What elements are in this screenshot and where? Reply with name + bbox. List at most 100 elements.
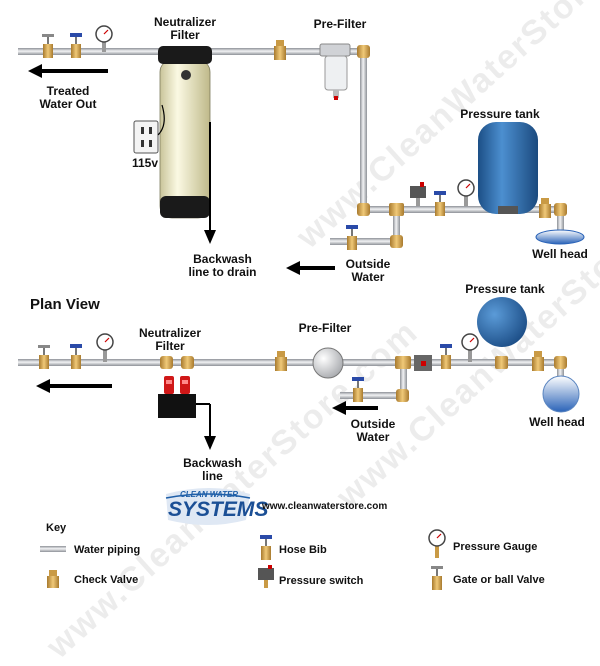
pressure-tank-label: Pressure tank (465, 282, 545, 296)
pipe-elbow (181, 356, 194, 369)
key-label-check-valve: Check Valve (74, 574, 139, 586)
pipe-elbow (357, 203, 370, 216)
pressure-gauge-icon (461, 333, 479, 362)
pipe-elbow (357, 45, 370, 58)
water-pipe (360, 52, 367, 212)
well-head (542, 375, 580, 413)
check-valve-icon (47, 570, 59, 588)
website-url[interactable]: www.cleanwaterstore.com (262, 501, 388, 512)
label-line: Water (356, 430, 390, 444)
pressure-switch-icon (410, 182, 426, 206)
label-line: Outside (350, 417, 396, 431)
check-valve-icon (532, 351, 544, 371)
water-pipe (340, 392, 406, 399)
water-pipe (557, 362, 564, 386)
hose-bib-icon (352, 377, 364, 402)
check-valve-icon (274, 40, 286, 60)
flow-arrow-head (36, 379, 50, 393)
water-pipe (18, 359, 563, 366)
water-pipe (330, 238, 397, 245)
pipe-tee (389, 203, 404, 216)
water-pipe (557, 208, 564, 232)
flow-arrow-head (286, 261, 300, 275)
key (40, 529, 446, 590)
gate-valve-icon (431, 566, 443, 590)
gate-valve-icon (42, 34, 54, 58)
neutralizer-control-head (158, 376, 196, 418)
pressure-gauge-icon (95, 25, 113, 52)
pipe-tee (495, 356, 508, 369)
backwash-line-label: Backwash line to drain (175, 253, 270, 279)
pipe-elbow (396, 389, 409, 402)
flow-arrow-head (28, 64, 42, 78)
neutralizer-filter-label: Neutralizer Filter (125, 327, 215, 353)
label-line: Filter (155, 339, 185, 353)
pipe-elbow (554, 356, 567, 369)
check-valve-icon (275, 351, 287, 371)
label-line: Water (351, 270, 385, 284)
check-valve-icon (539, 198, 551, 218)
label-line: Neutralizer (153, 15, 217, 29)
outside-water-label: Outside Water (338, 258, 398, 284)
label-line: Outside (345, 257, 391, 271)
label-line: Filter (170, 28, 200, 42)
label-line: line to drain (188, 265, 257, 279)
water-pipe (362, 206, 562, 213)
plan-view-title: Plan View (30, 296, 100, 313)
pressure-tank-label: Pressure tank (460, 107, 540, 121)
pipe-tee (395, 356, 411, 369)
backwash-arrow-head (204, 436, 216, 450)
label-line: Treated (46, 84, 90, 98)
key-label-water-piping: Water piping (74, 544, 141, 556)
neutralizer-filter-label: Neutralizer Filter (135, 16, 235, 42)
logo (165, 488, 251, 525)
pipe-icon (40, 546, 66, 552)
logo-top-text: CLEAN WATER (180, 490, 239, 499)
pre-filter-label: Pre-Filter (313, 17, 367, 31)
label-line: Neutralizer (138, 326, 202, 340)
pipe-elbow (554, 203, 567, 216)
key-label-pressure-switch: Pressure switch (279, 575, 364, 587)
flow-arrow-head (332, 401, 346, 415)
pressure-switch-icon (414, 355, 432, 371)
key-label-gate-valve: Gate or ball Valve (453, 574, 545, 586)
pre-filter-label: Pre-Filter (298, 321, 352, 335)
well-head (535, 229, 585, 245)
hose-bib-icon (260, 535, 272, 560)
neutralizer-filter-tank (158, 46, 212, 219)
pressure-gauge-icon (96, 333, 114, 362)
gate-valve-icon (70, 344, 82, 369)
pressure-tank (477, 297, 527, 347)
label-line: Water Out (39, 97, 97, 111)
logo-main-text: SYSTEMS (168, 498, 269, 521)
label-line: Backwash (183, 456, 242, 470)
pressure-tank (478, 122, 538, 214)
pipe-elbow (160, 356, 173, 369)
label-line: line (202, 469, 223, 483)
water-pipe (393, 210, 400, 242)
outside-water-label: Outside Water (343, 418, 403, 444)
plumbing-diagram: www.CleanWaterStore.com www.CleanWaterSt… (18, 0, 600, 666)
key-title: Key (46, 522, 67, 534)
pressure-gauge-icon (457, 179, 475, 206)
label-line: Backwash (193, 252, 252, 266)
pre-filter-housing (319, 43, 351, 100)
gate-valve-icon (434, 191, 446, 216)
plan-view (18, 297, 580, 450)
treated-water-out-label: Treated Water Out (28, 85, 108, 111)
electrical-outlet (133, 104, 165, 154)
gate-valve-icon (440, 344, 452, 369)
backwash-line-label: Backwash line (175, 457, 250, 483)
pressure-switch-icon (258, 565, 274, 588)
backwash-arrow-head (204, 230, 216, 244)
pre-filter-housing (312, 347, 344, 379)
elevation-view (18, 25, 585, 275)
key-label-pressure-gauge: Pressure Gauge (453, 541, 538, 553)
well-head-label: Well head (529, 415, 585, 429)
hose-bib-icon (346, 225, 358, 250)
diagram-canvas (18, 25, 585, 590)
outlet-voltage-label: 115v (131, 156, 159, 170)
water-pipe (400, 362, 407, 398)
pipe-elbow (390, 235, 403, 248)
well-head-label: Well head (532, 247, 588, 261)
